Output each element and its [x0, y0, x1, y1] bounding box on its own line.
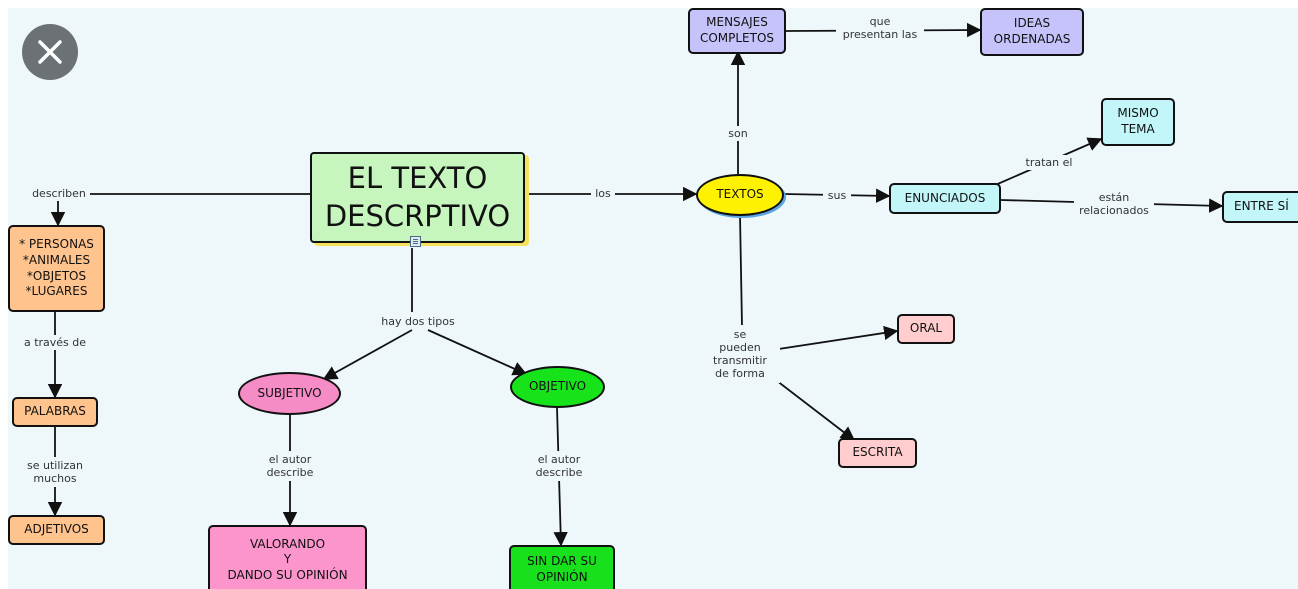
objetivo-node[interactable]: OBJETIVO [510, 366, 605, 408]
label-que-presentan: que presentan las [836, 13, 924, 43]
label-son: son [724, 126, 752, 141]
label-autor-describe-subjetivo: el autor describe [259, 451, 321, 481]
label-los: los [591, 186, 615, 201]
mismo-tema-node[interactable]: MISMO TEMA [1101, 98, 1175, 146]
label-hay-dos-tipos: hay dos tipos [375, 314, 461, 329]
connection-lines [47, 22, 1224, 547]
link-textos-se-pueden [739, 214, 743, 327]
label-sus: sus [823, 188, 851, 203]
enunciados-node[interactable]: ENUNCIADOS [889, 183, 1001, 214]
close-icon [38, 40, 62, 64]
label-estan-relacionados: están relacionados [1074, 189, 1154, 219]
ideas-ordenadas-node[interactable]: IDEAS ORDENADAS [980, 8, 1084, 56]
close-button[interactable] [22, 24, 78, 80]
main-topic-node[interactable]: EL TEXTO DESCRPTIVO [310, 152, 525, 243]
concept-map-canvas: describen los son que presentan las sus … [8, 8, 1298, 589]
textos-node[interactable]: TEXTOS [696, 174, 784, 216]
valorando-opinion-node[interactable]: VALORANDO Y DANDO SU OPINIÓN [208, 525, 367, 589]
label-a-traves-de: a través de [18, 335, 92, 350]
mensajes-completos-node[interactable]: MENSAJES COMPLETOS [688, 8, 786, 54]
label-describen: describen [28, 186, 90, 201]
link-tipos-objetivo [427, 329, 528, 376]
sin-dar-opinion-node[interactable]: SIN DAR SU OPINIÓN [509, 545, 615, 589]
personas-animales-node[interactable]: * PERSONAS *ANIMALES *OBJETOS *LUGARES [8, 225, 105, 312]
label-se-utilizan: se utilizan muchos [20, 457, 90, 487]
link-se-pueden-oral [771, 325, 899, 351]
label-tratan-el: tratan el [1021, 155, 1077, 170]
palabras-node[interactable]: PALABRAS [12, 397, 98, 427]
oral-node[interactable]: ORAL [897, 314, 955, 344]
entre-si-node[interactable]: ENTRE SÍ [1222, 191, 1298, 223]
link-tipos-subjetivo [322, 329, 413, 380]
adjetivos-node[interactable]: ADJETIVOS [8, 515, 105, 545]
label-autor-describe-objetivo: el autor describe [528, 451, 590, 481]
link-se-pueden-escrita [767, 373, 856, 441]
note-icon[interactable] [410, 236, 421, 247]
link-main-describen [50, 193, 310, 227]
escrita-node[interactable]: ESCRITA [838, 438, 917, 468]
subjetivo-node[interactable]: SUBJETIVO [238, 372, 341, 415]
label-se-pueden-transmitir: se pueden transmitir de forma [700, 325, 780, 383]
